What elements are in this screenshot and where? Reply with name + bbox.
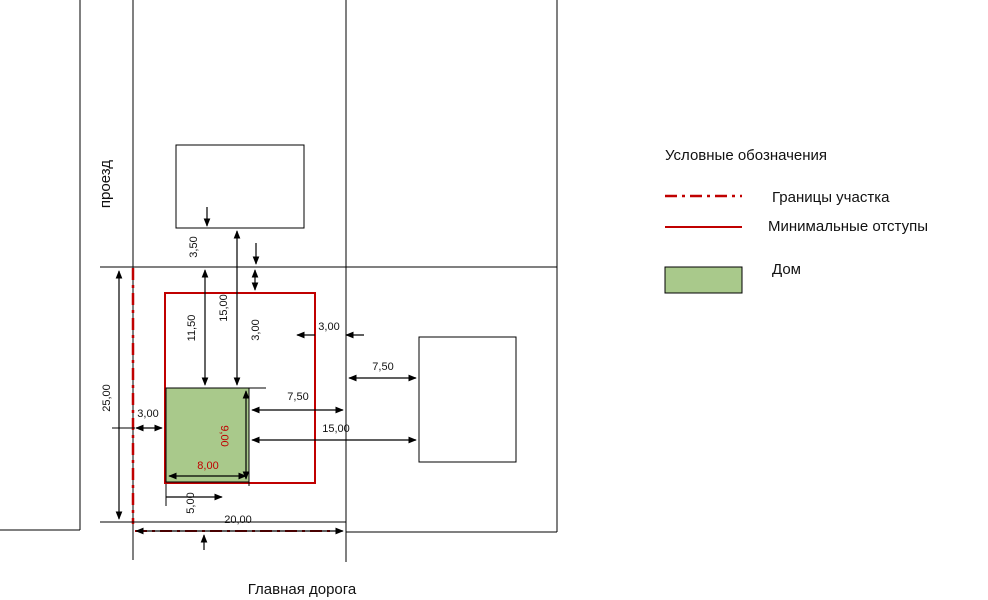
legend-title: Условные обозначения [665,147,827,164]
dim-right-gap-inner: 7,50 [287,391,308,403]
dim-house-width: 8,00 [197,460,218,472]
dim-plot-depth: 25,00 [101,384,113,412]
neighbor-building-top [175,144,305,229]
dim-top-setback: 3,00 [250,319,262,340]
dim-plot-width: 20,00 [224,514,252,526]
neighbor-building-right [418,336,517,463]
dim-left-setback: 3,00 [137,408,158,420]
dim-right-gap-outer: 15,00 [322,423,350,435]
dim-right-setback: 3,00 [318,321,339,333]
dimension-arrows [115,207,417,550]
dim-neighbor-right-gap: 7,50 [372,361,393,373]
dim-house-depth: 9,00 [218,425,230,446]
legend-house-swatch [664,266,743,294]
dim-house-to-top-outer: 15,00 [218,294,230,322]
legend-house-label: Дом [772,261,801,278]
dim-house-to-top-inner: 11,50 [186,315,198,342]
side-road-label: проезд [97,160,114,208]
dim-neighbor-top-gap: 3,50 [188,236,200,257]
legend-setback-label: Минимальные отступы [768,218,928,235]
legend: Условные обозначения Границы участка Мин… [664,147,928,294]
legend-boundary-label: Границы участка [772,189,890,206]
main-road-label: Главная дорога [248,581,357,598]
neighbor-plot-lines [0,0,558,562]
house [165,387,250,483]
dim-front-offset: 5,00 [185,492,197,513]
